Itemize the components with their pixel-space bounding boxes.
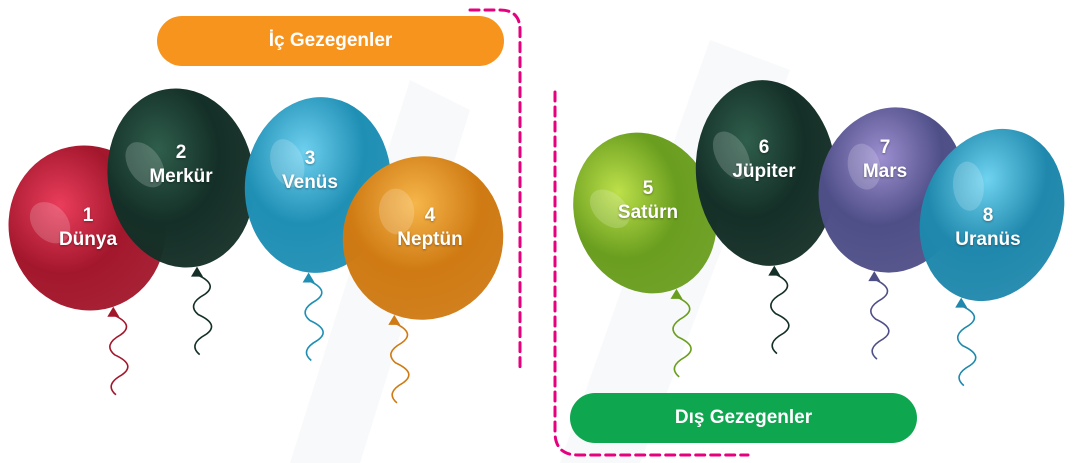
group-divider-frame — [468, 8, 750, 457]
balloon-name: Neptün — [397, 229, 463, 250]
balloon-number: 8 — [982, 205, 994, 226]
balloon-knot — [868, 271, 881, 282]
balloon-label-saturn: 5 Satürn — [583, 177, 713, 225]
balloon-string — [770, 272, 790, 355]
balloon-gloss — [29, 202, 71, 244]
balloon-number: 3 — [304, 148, 316, 169]
balloon-number: 7 — [879, 137, 891, 158]
balloon-string — [109, 314, 129, 396]
balloon-string — [390, 322, 410, 404]
balloon-string — [956, 304, 977, 387]
balloon-label-jupiter: 6 Jüpiter — [699, 136, 829, 184]
balloon-number: 2 — [175, 142, 187, 163]
balloon-name: Satürn — [617, 202, 679, 223]
balloon-knot — [388, 314, 401, 325]
inner-planets-title: İç Gezegenler — [157, 16, 504, 66]
balloon-gloss — [125, 142, 165, 188]
balloon-knot — [302, 272, 315, 283]
balloon-number: 6 — [758, 137, 770, 158]
balloon-inner-4 — [342, 156, 504, 320]
balloon-string — [870, 278, 890, 360]
balloon-gloss — [589, 189, 630, 229]
balloon-knot — [670, 288, 683, 299]
balloon-label-neptun: 4 Neptün — [365, 204, 495, 252]
balloon-inner-2 — [107, 88, 255, 268]
balloon-gloss — [952, 161, 984, 211]
balloon-label-merkur: 2 Merkür — [116, 141, 246, 189]
balloon-knot — [768, 265, 781, 276]
balloon-outer-6 — [695, 80, 837, 266]
balloon-gloss — [270, 139, 305, 187]
balloon-string — [672, 296, 692, 378]
balloon-name: Venüs — [282, 172, 338, 193]
balloon-shapes — [8, 80, 1065, 320]
balloon-number: 5 — [642, 178, 654, 199]
balloon-knot — [191, 266, 203, 277]
balloon-label-uranus: 8 Uranüs — [923, 204, 1053, 252]
balloon-label-dunya: 1 Dünya — [23, 204, 153, 252]
outer-planets-title: Dış Gezegenler — [570, 393, 917, 443]
balloon-strings — [107, 265, 977, 404]
balloon-number: 4 — [424, 205, 436, 226]
balloon-outer-8 — [919, 128, 1065, 302]
balloon-knot — [107, 306, 120, 317]
balloon-name: Mars — [862, 161, 908, 182]
balloon-number: 1 — [82, 205, 94, 226]
balloon-string — [192, 273, 213, 356]
balloon-gloss — [712, 131, 751, 180]
balloon-name: Uranüs — [955, 229, 1021, 250]
balloon-name: Jüpiter — [732, 161, 796, 182]
balloon-gloss — [847, 143, 881, 190]
balloon-name: Merkür — [149, 166, 213, 187]
balloon-label-venus: 3 Venüs — [245, 147, 375, 195]
balloon-string — [304, 279, 324, 362]
balloon-name: Dünya — [58, 229, 118, 250]
balloon-knot — [955, 297, 968, 308]
balloon-gloss — [378, 188, 415, 235]
balloon-outer-5 — [573, 132, 717, 294]
balloon-label-mars: 7 Mars — [820, 136, 950, 184]
